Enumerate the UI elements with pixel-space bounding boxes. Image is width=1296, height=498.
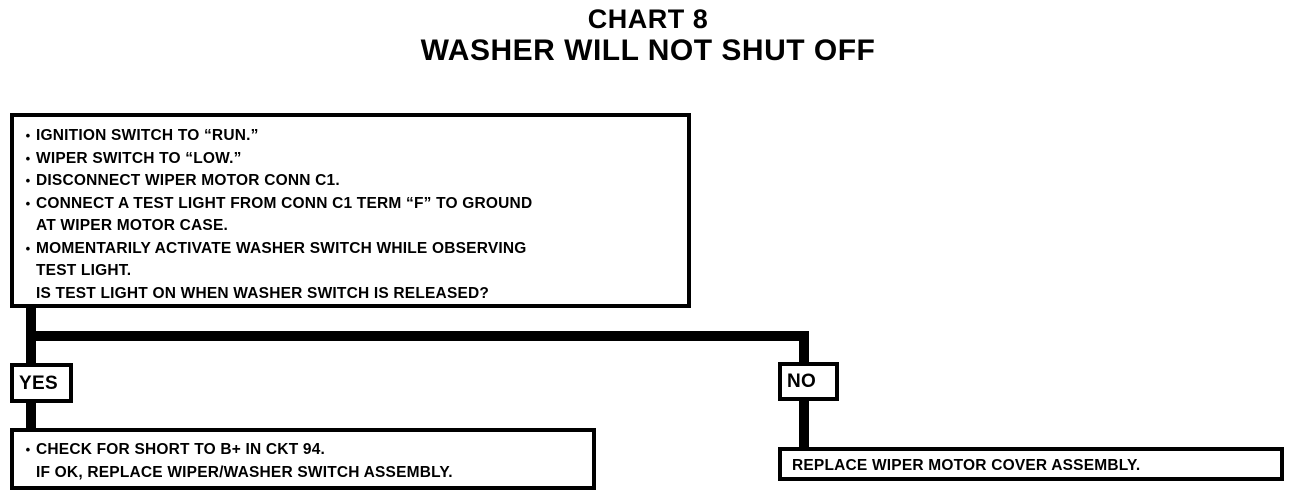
instruction-line: • MOMENTARILY ACTIVATE WASHER SWITCH WHI… bbox=[20, 238, 677, 261]
decision-no-box: NO bbox=[778, 362, 839, 401]
result-text: REPLACE WIPER MOTOR COVER ASSEMBLY. bbox=[792, 457, 1141, 474]
connector-trunk-down bbox=[26, 307, 36, 337]
bullet-icon: • bbox=[25, 128, 31, 143]
instruction-line: • WIPER SWITCH TO “LOW.” bbox=[20, 148, 677, 171]
instruction-question-text: IS TEST LIGHT ON WHEN WASHER SWITCH IS R… bbox=[36, 284, 490, 302]
instruction-text: DISCONNECT WIPER MOTOR CONN C1. bbox=[36, 172, 340, 189]
instruction-line: • IGNITION SWITCH TO “RUN.” bbox=[20, 125, 677, 148]
connector-horizontal-bus bbox=[26, 331, 809, 341]
bullet-icon: • bbox=[25, 442, 31, 457]
instruction-text: CONNECT A TEST LIGHT FROM CONN C1 TERM “… bbox=[36, 194, 533, 212]
result-line: • CHECK FOR SHORT TO B+ IN CKT 94. bbox=[20, 439, 582, 462]
instruction-line: • CONNECT A TEST LIGHT FROM CONN C1 TERM… bbox=[20, 193, 677, 216]
connector-no-stub-bottom bbox=[799, 398, 809, 449]
instruction-line: • DISCONNECT WIPER MOTOR CONN C1. bbox=[20, 170, 677, 193]
decision-yes-box: YES bbox=[10, 363, 73, 403]
instruction-line-continuation: TEST LIGHT. bbox=[20, 260, 677, 283]
connector-yes-stub-bottom bbox=[26, 400, 36, 430]
result-text: IF OK, REPLACE WIPER/WASHER SWITCH ASSEM… bbox=[36, 463, 453, 481]
decision-no-label: NO bbox=[787, 371, 817, 392]
bullet-icon: • bbox=[25, 195, 31, 211]
result-line-continuation: IF OK, REPLACE WIPER/WASHER SWITCH ASSEM… bbox=[20, 462, 582, 485]
instruction-text: TEST LIGHT. bbox=[36, 262, 132, 279]
instruction-line-continuation: AT WIPER MOTOR CASE. bbox=[20, 215, 677, 238]
connector-yes-stub-top bbox=[26, 335, 36, 365]
instruction-text: IGNITION SWITCH TO “RUN.” bbox=[36, 127, 259, 144]
chart-subject-title: WASHER WILL NOT SHUT OFF bbox=[420, 34, 876, 67]
result-yes-box: • CHECK FOR SHORT TO B+ IN CKT 94. IF OK… bbox=[10, 428, 596, 490]
bullet-icon: • bbox=[25, 240, 31, 256]
connector-no-stub-top bbox=[799, 335, 809, 364]
instruction-text: MOMENTARILY ACTIVATE WASHER SWITCH WHILE… bbox=[36, 239, 527, 257]
instruction-box: • IGNITION SWITCH TO “RUN.” • WIPER SWIT… bbox=[10, 113, 691, 308]
instruction-text: WIPER SWITCH TO “LOW.” bbox=[36, 149, 242, 167]
chart-number-title: CHART 8 bbox=[587, 4, 709, 34]
result-text: CHECK FOR SHORT TO B+ IN CKT 94. bbox=[36, 441, 326, 458]
instruction-question-line: IS TEST LIGHT ON WHEN WASHER SWITCH IS R… bbox=[20, 283, 677, 306]
result-no-box: REPLACE WIPER MOTOR COVER ASSEMBLY. bbox=[778, 447, 1284, 481]
bullet-icon: • bbox=[25, 173, 31, 188]
bullet-icon: • bbox=[25, 150, 31, 166]
page-title: CHART 8 WASHER WILL NOT SHUT OFF bbox=[0, 4, 1296, 68]
instruction-text: AT WIPER MOTOR CASE. bbox=[36, 217, 229, 234]
decision-yes-label: YES bbox=[19, 372, 58, 394]
